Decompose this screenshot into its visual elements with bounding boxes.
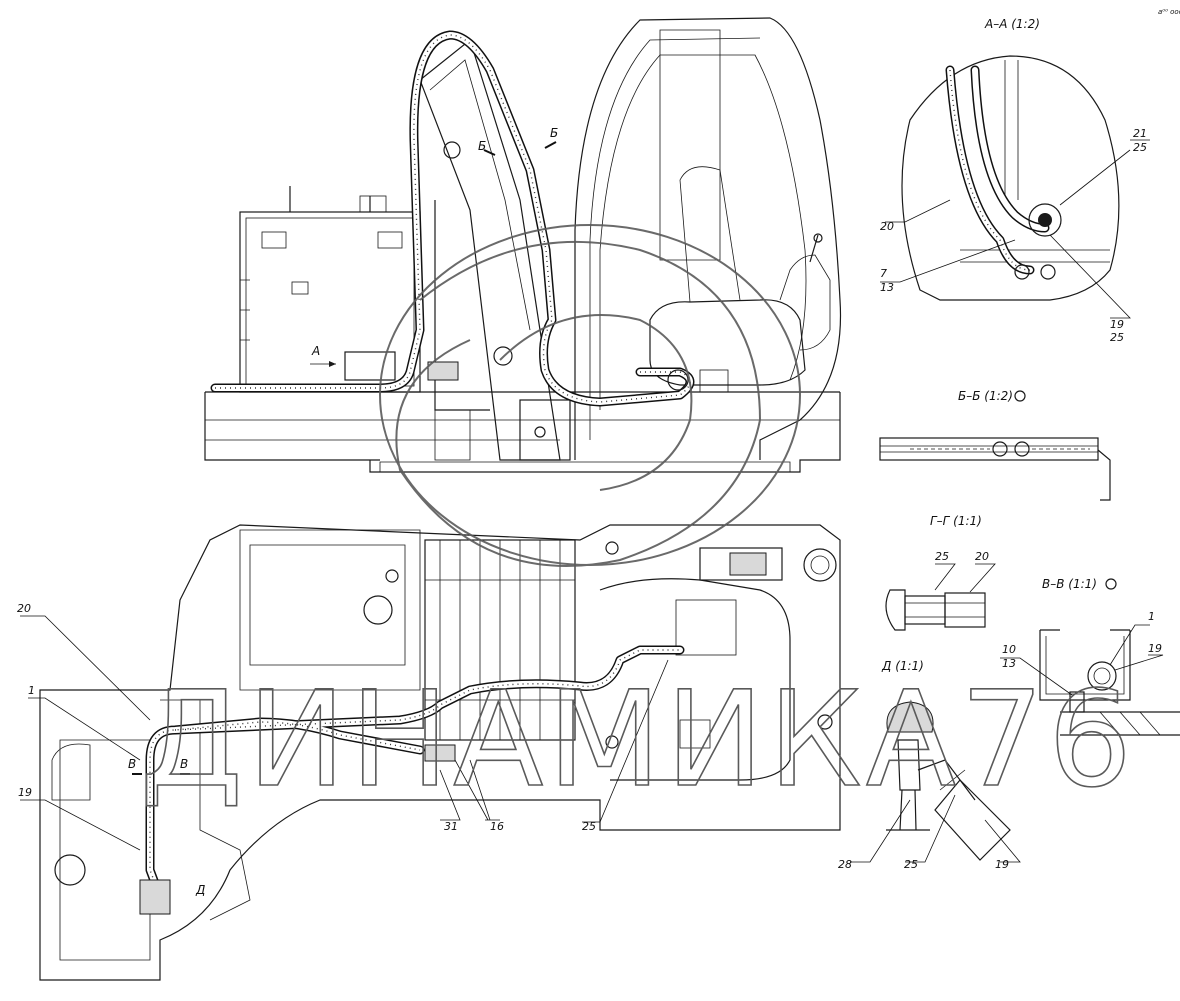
callout-vv-13: 13 xyxy=(1002,657,1016,670)
plan-outline xyxy=(39,524,841,981)
plan-view: В В Д 20 1 19 31 16 25 xyxy=(17,524,841,981)
callout-d-25: 25 xyxy=(904,858,918,871)
view-b-left: Б xyxy=(478,139,486,153)
callout-main-20: 20 xyxy=(17,602,31,615)
callout-d-19: 19 xyxy=(995,858,1009,871)
view-a-label: А xyxy=(311,344,320,358)
section-bb-title: Б–Б (1:2) xyxy=(958,389,1013,403)
callout-aa-7: 7 xyxy=(880,267,887,280)
side-view: Б Б А xyxy=(204,17,842,473)
callout-vv-10: 10 xyxy=(1002,643,1016,656)
view-d: Д (1:1) 28 25 19 xyxy=(838,659,1021,871)
watermark-text: ДИНАМИКА76 xyxy=(140,663,1136,817)
callout-vv-1: 1 xyxy=(1148,610,1155,623)
callout-main-25: 25 xyxy=(582,820,596,833)
callout-aa-25-top: 25 xyxy=(1133,141,1147,154)
callout-main-16: 16 xyxy=(490,820,504,833)
view-d-mark: Д xyxy=(195,883,205,897)
callout-gg-20: 20 xyxy=(975,550,989,563)
view-v-right: В xyxy=(180,757,188,771)
frame-beam xyxy=(204,391,840,461)
section-vv-title: В–В (1:1) xyxy=(1042,577,1097,591)
callout-gg-25: 25 xyxy=(935,550,949,563)
callout-aa-25-bottom: 25 xyxy=(1110,331,1124,344)
callout-aa-13: 13 xyxy=(880,281,894,294)
plan-coupling xyxy=(424,744,456,762)
seat xyxy=(649,299,806,386)
callout-main-19: 19 xyxy=(18,786,32,799)
control-panel xyxy=(699,547,783,581)
gg-hose-end xyxy=(944,592,986,628)
callout-main-31: 31 xyxy=(444,820,458,833)
callout-aa-20: 20 xyxy=(880,220,894,233)
section-bb: Б–Б (1:2) xyxy=(879,389,1111,501)
section-aa: А–А (1:2) 21 25 20 7 13 19 25 xyxy=(880,17,1150,344)
vv-hose xyxy=(1087,661,1117,691)
callout-aa-19: 19 xyxy=(1110,318,1124,331)
callout-vv-19: 19 xyxy=(1148,642,1162,655)
view-v-left: В xyxy=(128,757,136,771)
section-vv: В–В (1:1) 1 10 13 19 xyxy=(1000,577,1180,736)
view-b-right: Б xyxy=(550,126,558,140)
callout-main-1: 1 xyxy=(28,684,35,697)
aa-view-boundary xyxy=(901,55,1120,301)
section-gg-title: Г–Г (1:1) xyxy=(930,514,982,528)
callout-d-28: 28 xyxy=(838,858,852,871)
boom-column xyxy=(419,38,561,461)
corner-mark: a⁰⁰ ooo xyxy=(1158,8,1180,16)
side-coupling xyxy=(427,361,459,381)
callout-aa-21: 21 xyxy=(1133,127,1147,140)
section-aa-title: А–А (1:2) xyxy=(984,17,1040,31)
view-d-title: Д (1:1) xyxy=(881,659,924,673)
bb-channel xyxy=(879,437,1099,461)
section-gg: Г–Г (1:1) 25 20 xyxy=(885,514,996,631)
watermark-logo xyxy=(379,224,801,567)
d-hose-elbow xyxy=(917,759,976,801)
cab-outline xyxy=(574,17,842,460)
